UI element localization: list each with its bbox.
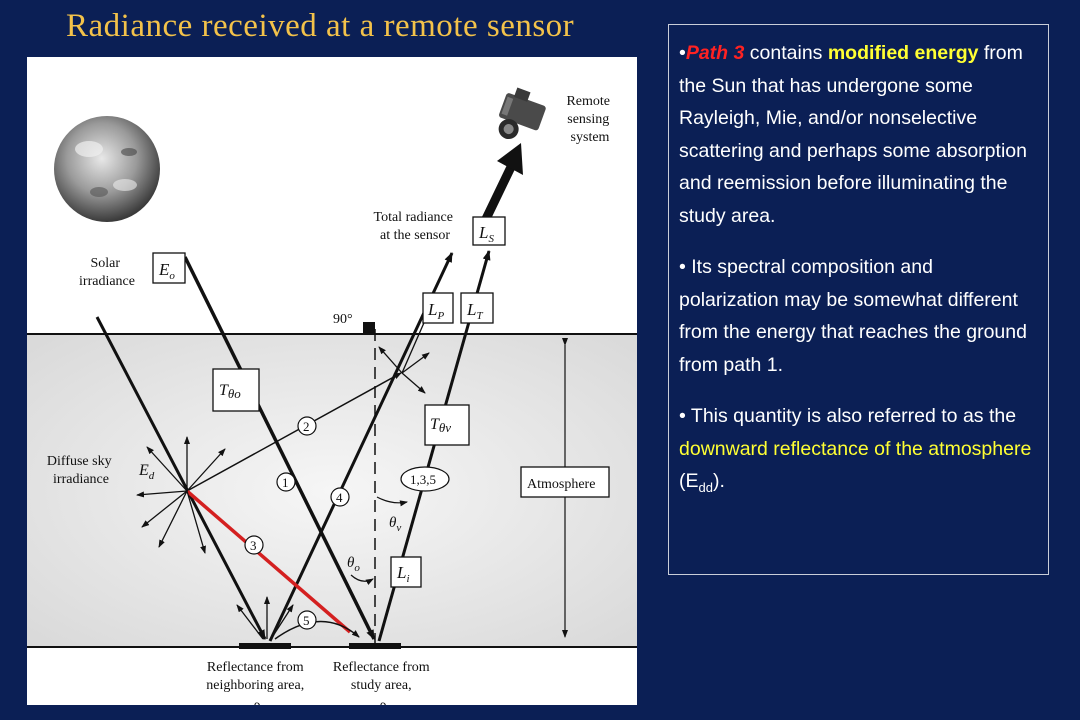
bullet-path-3: •Path 3 contains modified energy from th… — [679, 42, 1027, 227]
angle-90-label: 90° — [333, 312, 353, 327]
box-Eo: Eo — [152, 252, 186, 284]
camera-icon — [498, 87, 546, 140]
bullet-spectral-composition: • Its spectral composition and polarizat… — [679, 256, 1027, 376]
diffuse-sky-label: Diffuse sky irradiance — [47, 454, 115, 487]
theta-v-arc — [376, 496, 408, 507]
path-3-ray — [185, 489, 352, 634]
neighboring-area-patch — [239, 643, 291, 649]
box-LT: LT — [460, 292, 494, 324]
path-number-1: 1 — [276, 472, 296, 492]
study-area-label: Reflectance from study area, ρ — [333, 660, 433, 705]
path-number-3: 3 — [244, 535, 264, 555]
svg-text:Eo: Eo — [158, 260, 175, 282]
sun-icon — [54, 116, 160, 222]
svg-text:4: 4 — [336, 490, 343, 505]
svg-text:5: 5 — [303, 613, 310, 628]
study-area-patch — [349, 643, 401, 649]
svg-text:2: 2 — [303, 419, 310, 434]
bullet-downward-reflectance: • This quantity is also referred to as t… — [679, 405, 1032, 495]
solar-irradiance-label: Solar irradiance — [79, 256, 135, 289]
path-2-ray — [186, 372, 402, 492]
slide-title: Radiance received at a remote sensor — [66, 8, 575, 44]
scatter-rays — [378, 346, 430, 394]
path-1-ray — [183, 256, 376, 640]
path-4-ray — [268, 252, 454, 642]
total-radiance-arrow — [480, 165, 516, 223]
neighbor-reflect-rays — [236, 596, 294, 640]
theta-o-arc — [350, 574, 374, 585]
path-number-135: 1,3,5 — [400, 466, 450, 492]
neighbor-area-label: Reflectance from neighboring area, ρ — [206, 660, 307, 705]
svg-text:Li: Li — [396, 563, 410, 585]
box-Li: Li — [390, 556, 422, 588]
box-LS: LS — [472, 216, 506, 246]
svg-text:LT: LT — [466, 300, 483, 322]
box-LP: LP — [422, 292, 454, 324]
total-radiance-label: Total radiance at the sensor — [374, 210, 457, 243]
diffuse-rays — [136, 436, 226, 554]
svg-text:3: 3 — [250, 538, 257, 553]
path-number-5: 5 — [297, 610, 317, 630]
radiance-diagram: LS Eo LP LT Tθo Tθv Li Atmosphere 1 2 3 — [27, 57, 637, 705]
theta-v-label: θv — [389, 515, 401, 534]
svg-text:LS: LS — [478, 223, 494, 245]
path-number-4: 4 — [330, 487, 350, 507]
box-T-theta-v: Tθv — [424, 404, 470, 446]
svg-text:1,3,5: 1,3,5 — [410, 472, 436, 487]
svg-text:Atmosphere: Atmosphere — [527, 477, 595, 492]
Ed-label: Ed — [138, 462, 155, 482]
svg-text:Tθo: Tθo — [219, 382, 241, 401]
svg-text:LP: LP — [427, 300, 444, 322]
box-T-theta-o: Tθo — [212, 368, 260, 412]
path-5-arc — [274, 620, 360, 640]
right-angle-marker — [363, 322, 375, 334]
theta-o-label: θo — [347, 555, 360, 574]
total-radiance-arrowhead — [497, 143, 523, 175]
explanation-panel: •Path 3 contains modified energy from th… — [668, 24, 1049, 575]
incident-ray-neighbor — [95, 316, 267, 640]
sensor-label: Remote sensing system — [566, 94, 613, 145]
svg-text:Tθv: Tθv — [430, 416, 451, 435]
path-number-2: 2 — [297, 416, 317, 436]
box-atmosphere: Atmosphere — [520, 466, 610, 498]
svg-text:1: 1 — [282, 475, 289, 490]
